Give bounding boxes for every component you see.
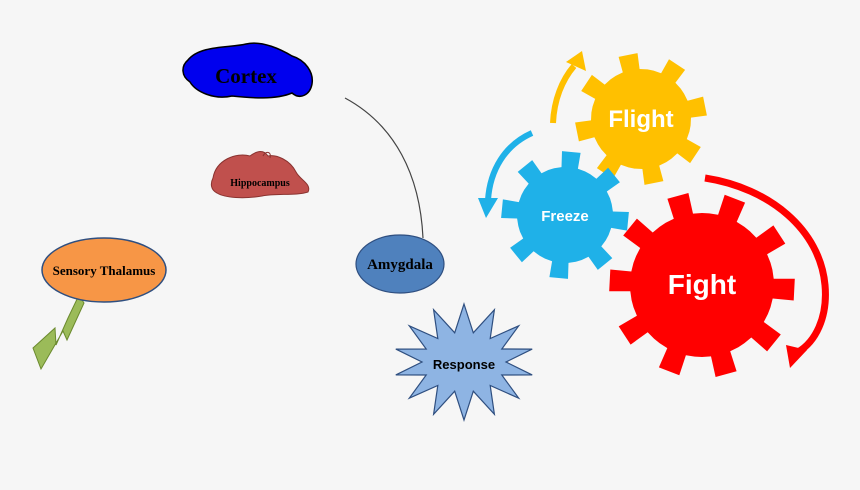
- fight-gear-shape: [609, 193, 795, 377]
- freeze-cycle-arrow: [478, 130, 534, 218]
- cortex-node: Cortex: [182, 42, 313, 99]
- sensory-thalamus-node: Sensory Thalamus: [32, 237, 167, 371]
- lightning-icon: [32, 293, 85, 371]
- amygdala-node: Amygdala: [355, 234, 445, 294]
- fight-label: Fight: [668, 269, 736, 300]
- freeze-gear: Freeze: [501, 151, 629, 279]
- freeze-gear-shape: [501, 151, 629, 279]
- cortex-amygdala-connector: [344, 97, 424, 239]
- flight-cycle-arrow: [550, 51, 586, 124]
- sensory-thalamus-shape: [41, 237, 167, 303]
- flight-gear-shape: [575, 53, 707, 185]
- hippocampus-shape: [210, 151, 310, 199]
- sensory-thalamus-label: Sensory Thalamus: [53, 263, 156, 278]
- amygdala-label: Amygdala: [367, 257, 433, 273]
- cortex-label: Cortex: [215, 64, 277, 88]
- fight-gear: Fight: [609, 193, 795, 377]
- cortex-shape: [182, 42, 313, 99]
- fight-cycle-arrow: [704, 174, 829, 368]
- freeze-label: Freeze: [541, 208, 589, 225]
- amygdala-shape: [355, 234, 445, 294]
- response-starburst: [395, 302, 533, 422]
- hippocampus-label: Hippocampus: [230, 178, 290, 189]
- flight-gear: Flight: [575, 53, 707, 185]
- response-label: Response: [433, 357, 495, 372]
- flight-label: Flight: [608, 106, 673, 133]
- response-node: Response: [395, 302, 533, 422]
- hippocampus-node: Hippocampus: [210, 151, 310, 199]
